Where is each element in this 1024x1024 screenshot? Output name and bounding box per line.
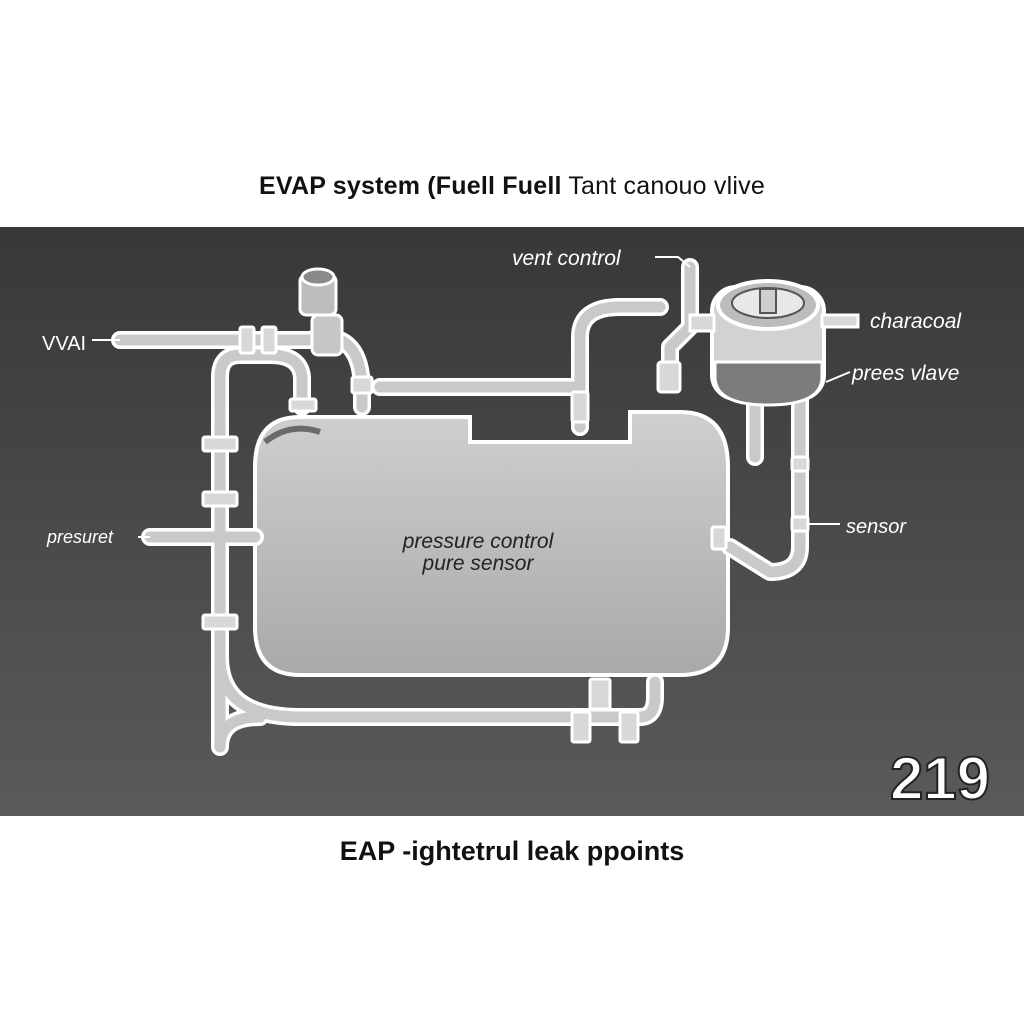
diagram-title: EVAP system (Fuell Fuell Tant canouo vli…: [0, 172, 1024, 201]
fuel-tank: [253, 410, 730, 677]
label-pressure: presuret: [46, 527, 114, 547]
title-part-2: Tant: [561, 172, 624, 200]
title-part-1: EVAP system (Fuell Fuell: [259, 172, 562, 200]
pipe-connectors: [201, 325, 810, 744]
badge-number: 219: [890, 745, 990, 812]
diagram-caption: EAP -ightetrul leak ppoints: [339, 836, 685, 866]
label-vent-control: vent control: [512, 247, 622, 270]
leader-lines: [92, 256, 851, 538]
diagram-panel: vent control characoal prees vlave senso…: [0, 227, 1024, 816]
purge-valve: [298, 267, 344, 357]
label-sensor: sensor: [846, 516, 907, 538]
tank-label-line-2: pure sensor: [422, 552, 535, 575]
label-prees-valve: prees vlave: [851, 362, 959, 385]
title-part-3: canouo vlive: [623, 172, 765, 200]
label-charcoal: characoal: [870, 310, 962, 333]
charcoal-canister: [688, 279, 860, 407]
evap-diagram: vent control characoal prees vlave senso…: [0, 227, 1024, 816]
tank-label-line-1: pressure control: [402, 530, 555, 553]
label-left-tag: VVAI: [42, 333, 86, 355]
